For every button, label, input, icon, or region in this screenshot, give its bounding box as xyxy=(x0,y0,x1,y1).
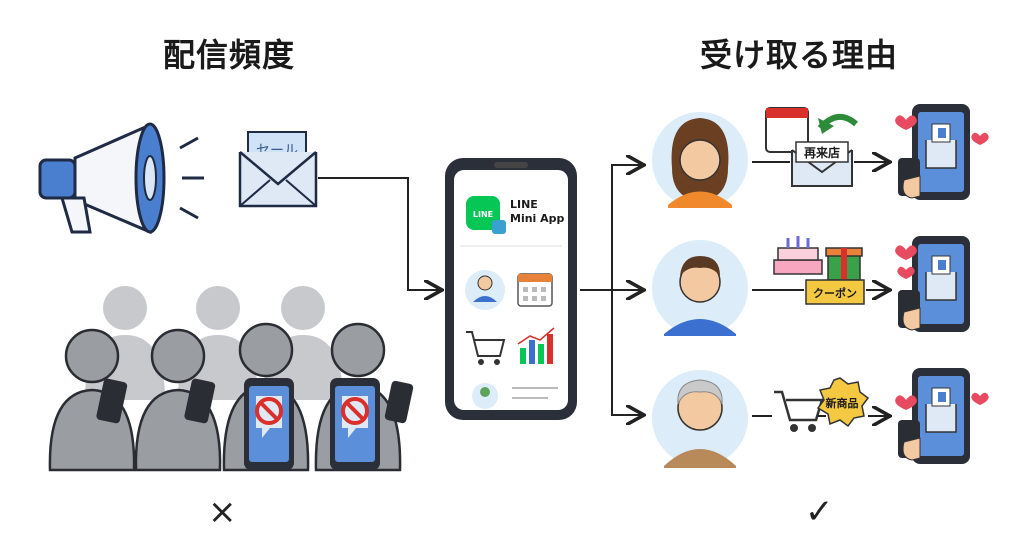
receiving-phone-3 xyxy=(895,368,989,464)
check-mark: ✓ xyxy=(805,492,834,532)
cart-icon xyxy=(466,331,506,365)
crowd-phone xyxy=(384,380,414,424)
person-senior-avatar xyxy=(652,370,748,468)
right-title: 受け取る理由 xyxy=(700,36,899,74)
profile-icon xyxy=(465,270,505,310)
heart-icon xyxy=(895,395,917,410)
bar-chart-icon xyxy=(517,327,555,364)
blocked-phone-2 xyxy=(330,378,380,470)
crowd-person-2 xyxy=(134,328,222,472)
heart-icon xyxy=(895,245,917,260)
coupon-ticket-icon: クーポン xyxy=(805,279,865,305)
sale-envelope-icon: セール xyxy=(238,131,318,208)
reason-label-1: 再来店 xyxy=(804,145,840,160)
person-woman-avatar xyxy=(652,112,748,208)
cross-mark: × xyxy=(208,492,237,532)
revisit-calendar-icon xyxy=(765,107,858,153)
heart-icon xyxy=(971,132,989,145)
new-product-badge: 新商品 xyxy=(816,377,870,428)
app-name-line1: LINE xyxy=(510,198,538,211)
thumbs-up-icon xyxy=(938,128,946,138)
reason-label-2: クーポン xyxy=(813,286,857,300)
connector-envelope-to-phone xyxy=(318,177,440,290)
calendar-icon xyxy=(517,273,553,307)
line-logo-text: LINE xyxy=(473,210,493,219)
gift-box-icon xyxy=(825,247,863,281)
birthday-cake-icon xyxy=(773,236,823,275)
thumbs-up-icon xyxy=(938,392,946,402)
person-man-avatar xyxy=(652,240,748,336)
line-logo-icon xyxy=(466,196,500,230)
central-phone: LINE LINE Mini App xyxy=(445,158,577,420)
blocked-phone-1 xyxy=(244,378,294,470)
megaphone-icon xyxy=(38,122,204,235)
app-name-line2: Mini App xyxy=(510,212,565,225)
heart-icon xyxy=(897,266,915,279)
left-title: 配信頻度 xyxy=(163,36,296,74)
revisit-envelope-icon: 再来店 xyxy=(791,141,853,187)
thumbs-up-icon xyxy=(938,260,946,270)
reason-label-3: 新商品 xyxy=(826,396,859,410)
branch-connector xyxy=(580,165,642,415)
heart-icon xyxy=(895,115,917,130)
no-entry-icon xyxy=(255,397,283,425)
no-entry-icon xyxy=(341,397,369,425)
crowd-person-1 xyxy=(48,328,136,472)
receiving-phone-2 xyxy=(895,236,970,332)
shopping-cart-icon xyxy=(774,390,824,432)
heart-icon xyxy=(971,392,989,405)
receiving-phone-1 xyxy=(895,104,989,200)
